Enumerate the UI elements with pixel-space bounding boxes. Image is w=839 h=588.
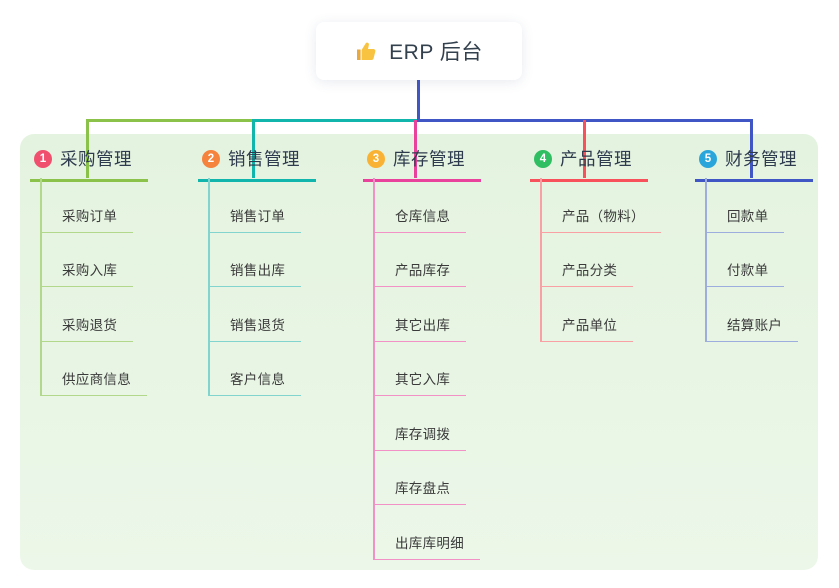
- branch-drop-line-4: [583, 120, 586, 178]
- branch-drop-line-2: [252, 120, 255, 178]
- child-node[interactable]: 回款单: [707, 178, 785, 233]
- thumbs-up-icon: [357, 42, 376, 60]
- child-node[interactable]: 销售出库: [210, 233, 302, 287]
- root-connector-line: [417, 80, 420, 121]
- branch-children-finance: 回款单 付款单 结算账户: [705, 178, 799, 342]
- child-node[interactable]: 出库库明细: [375, 505, 480, 560]
- branch-children-inventory: 仓库信息 产品库存 其它出库 其它入库 库存调拨 库存盘点 出库库明细: [373, 178, 480, 560]
- child-node[interactable]: 其它入库: [375, 342, 467, 396]
- branch-node-product[interactable]: 4 产品管理: [530, 146, 648, 182]
- child-node[interactable]: 产品单位: [542, 287, 634, 342]
- branch-number-badge: 3: [367, 149, 385, 168]
- child-node[interactable]: 销售订单: [210, 178, 302, 233]
- child-node[interactable]: 产品库存: [375, 233, 467, 287]
- branch-label: 采购管理: [60, 149, 132, 169]
- branch-background-panel: [20, 134, 818, 570]
- branch-drop-line-1: [86, 120, 89, 178]
- child-node[interactable]: 库存盘点: [375, 451, 467, 505]
- branch-children-sales: 销售订单 销售出库 销售退货 客户信息: [208, 178, 302, 396]
- child-node[interactable]: 产品分类: [542, 233, 634, 287]
- child-node[interactable]: 仓库信息: [375, 178, 467, 233]
- branch-number-badge: 4: [534, 149, 552, 168]
- child-node[interactable]: 采购订单: [42, 178, 134, 233]
- child-node[interactable]: 采购入库: [42, 233, 134, 287]
- branch-children-product: 产品（物料） 产品分类 产品单位: [540, 178, 661, 342]
- branch-node-finance[interactable]: 5 财务管理: [695, 146, 813, 182]
- child-node[interactable]: 销售退货: [210, 287, 302, 342]
- child-node[interactable]: 产品（物料）: [542, 178, 661, 233]
- child-node[interactable]: 其它出库: [375, 287, 467, 342]
- bus-line-green: [86, 119, 255, 122]
- branch-node-sales[interactable]: 2 销售管理: [198, 146, 316, 182]
- branch-node-purchase[interactable]: 1 采购管理: [30, 146, 148, 182]
- child-node[interactable]: 客户信息: [210, 342, 302, 396]
- branch-label: 财务管理: [725, 149, 797, 169]
- child-node[interactable]: 供应商信息: [42, 342, 147, 396]
- branch-label: 销售管理: [228, 149, 300, 169]
- root-node-label: ERP 后台: [389, 41, 483, 64]
- branch-drop-line-3: [414, 120, 417, 178]
- branch-number-badge: 5: [699, 149, 717, 168]
- branch-children-purchase: 采购订单 采购入库 采购退货 供应商信息: [40, 178, 147, 396]
- child-node[interactable]: 库存调拨: [375, 396, 467, 451]
- branch-node-inventory[interactable]: 3 库存管理: [363, 146, 481, 182]
- bus-line-teal: [252, 119, 419, 122]
- child-node[interactable]: 结算账户: [707, 287, 799, 342]
- branch-label: 产品管理: [560, 149, 632, 169]
- child-node[interactable]: 采购退货: [42, 287, 134, 342]
- root-node[interactable]: ERP 后台: [316, 22, 522, 80]
- child-node[interactable]: 付款单: [707, 233, 785, 287]
- branch-drop-line-5: [750, 120, 753, 178]
- branch-label: 库存管理: [393, 149, 465, 169]
- branch-number-badge: 2: [202, 149, 220, 168]
- branch-number-badge: 1: [34, 149, 52, 168]
